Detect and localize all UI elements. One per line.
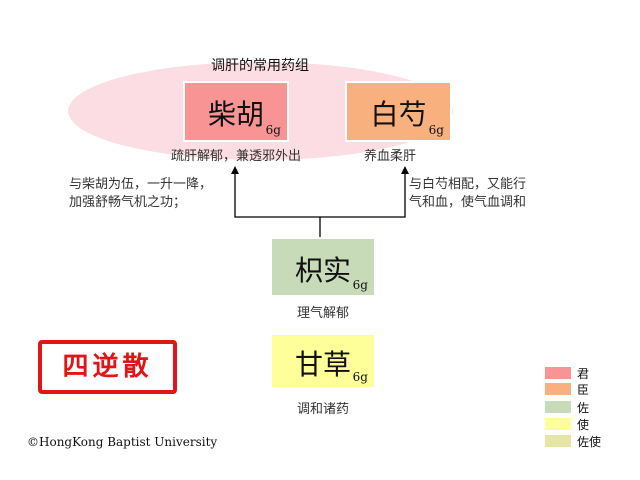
legend-swatch (545, 383, 571, 395)
legend-label: 使 (577, 418, 590, 432)
herb-dose: 6g (352, 278, 368, 292)
note-right: 与白芍相配，又能行 气和血，使气血调和 (409, 176, 526, 212)
formula-seal: 四逆散 (38, 340, 177, 394)
herb-box-gancao: 甘草 6g (270, 333, 376, 389)
note-line: 气和血，使气血调和 (409, 195, 527, 210)
legend-swatch (545, 367, 571, 379)
note-left: 与柴胡为伍，一升一降， 加强舒畅气机之功； (69, 176, 212, 212)
legend-label: 佐使 (577, 435, 602, 449)
legend-swatch (545, 418, 571, 430)
herb-name: 甘草 (294, 348, 351, 381)
herb-name: 柴胡 (207, 98, 264, 131)
herb-caption: 理气解郁 (296, 306, 349, 321)
note-line: 与柴胡为伍，一升一降， (69, 177, 213, 192)
legend-label: 臣 (577, 383, 590, 397)
note-line: 加强舒畅气机之功； (69, 195, 187, 210)
copyright: ©HongKong Baptist University (27, 435, 218, 449)
herb-name: 白芍 (370, 98, 427, 131)
herb-dose: 6g (265, 123, 281, 137)
note-line: 与白芍相配，又能行 (409, 177, 527, 192)
group-title: 调肝的常用药组 (211, 58, 309, 74)
legend-label: 佐 (577, 401, 590, 415)
herb-dose: 6g (428, 123, 444, 137)
herb-name: 枳实 (294, 254, 351, 287)
legend-swatch (545, 435, 571, 447)
herb-dose: 6g (352, 370, 368, 384)
legend-label: 君 (577, 367, 590, 381)
herb-caption: 疏肝解郁，兼透邪外出 (170, 149, 301, 164)
herb-caption: 养血柔肝 (363, 149, 416, 164)
herb-box-chaihu: 柴胡 6g (183, 81, 289, 142)
herb-box-baishao: 白芍 6g (345, 81, 452, 142)
legend-swatch (545, 401, 571, 413)
herb-box-zhishi: 枳实 6g (270, 237, 376, 297)
herb-caption: 调和诸药 (296, 402, 349, 417)
